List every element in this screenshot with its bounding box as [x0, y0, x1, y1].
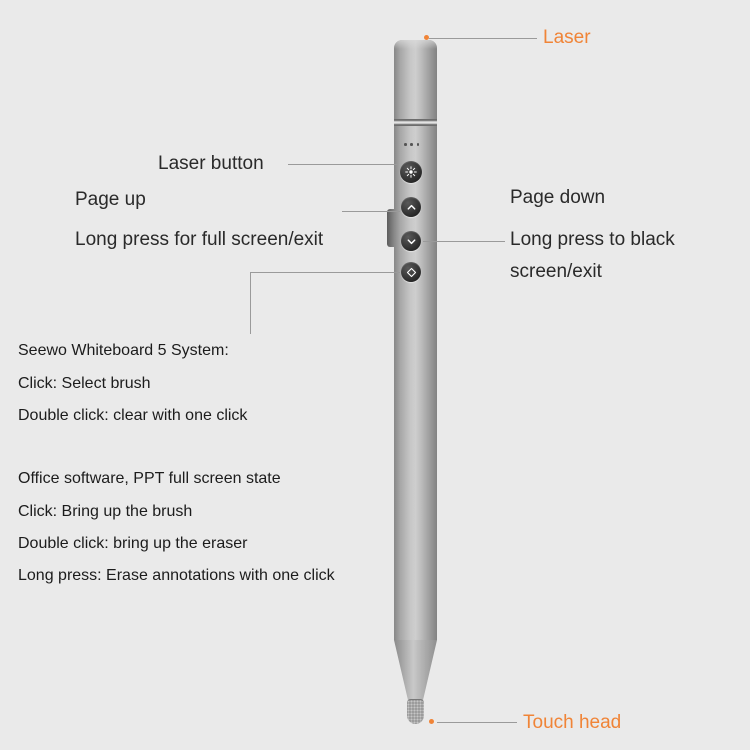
sun-burst-icon — [405, 166, 417, 178]
label-page-down-long-press-line1: Long press to black — [510, 229, 675, 250]
pen-body — [394, 40, 437, 640]
pen-taper — [394, 640, 437, 701]
laser-button — [400, 161, 422, 183]
connector-line-page-up — [342, 211, 400, 212]
connector-line-brush-horizontal — [250, 272, 400, 273]
connector-line-laser-button — [288, 164, 398, 165]
connector-dot-laser — [424, 35, 429, 40]
connector-line-page-down — [423, 241, 505, 242]
pen-top-cap — [394, 40, 437, 49]
seewo-line-1: Click: Select brush — [18, 375, 151, 392]
brush-button — [401, 262, 421, 282]
touch-head-tip — [407, 699, 424, 724]
label-page-up: Page up — [75, 189, 146, 210]
office-line-3: Long press: Erase annotations with one c… — [18, 567, 335, 584]
connector-dot-touch-head — [429, 719, 434, 724]
diamond-icon — [406, 267, 417, 278]
connector-line-laser — [429, 38, 537, 39]
chevron-up-icon — [406, 202, 417, 213]
label-touch-head: Touch head — [523, 712, 622, 733]
page-down-button — [401, 231, 421, 251]
label-page-down-long-press-line2: screen/exit — [510, 261, 602, 282]
chevron-down-icon — [406, 236, 417, 247]
label-laser: Laser — [543, 27, 591, 48]
indicator-dots-icon — [404, 143, 419, 146]
office-line-1: Click: Bring up the brush — [18, 503, 193, 520]
page-up-button — [401, 197, 421, 217]
label-page-up-long-press: Long press for full screen/exit — [75, 229, 324, 250]
seewo-title: Seewo Whiteboard 5 System: — [18, 342, 229, 359]
office-line-2: Double click: bring up the eraser — [18, 535, 248, 552]
connector-line-brush-vertical — [250, 272, 251, 334]
connector-line-touch-head — [437, 722, 517, 723]
label-laser-button: Laser button — [158, 153, 264, 174]
pen-ring-groove — [394, 119, 437, 126]
pen-side-button — [387, 209, 395, 247]
label-page-down: Page down — [510, 187, 606, 208]
office-title: Office software, PPT full screen state — [18, 470, 281, 487]
seewo-line-2: Double click: clear with one click — [18, 407, 248, 424]
